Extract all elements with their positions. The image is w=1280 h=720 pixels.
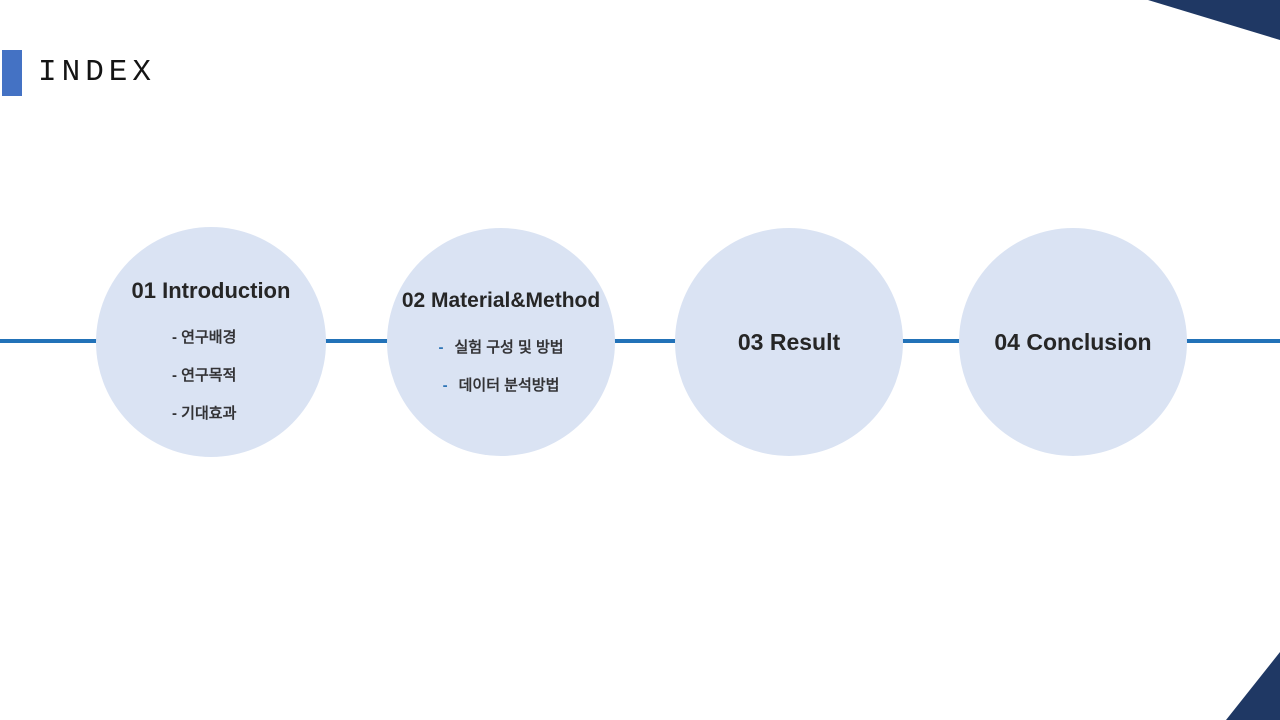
section-title-introduction: 01 Introduction: [131, 278, 291, 303]
corner-decoration-top-right: [1148, 0, 1280, 40]
subitem-text: 데이터 분석방법: [458, 377, 560, 394]
subitem-data-analysis: - 데이터 분석방법: [387, 374, 615, 395]
page-title: INDEX: [38, 55, 157, 90]
subitem-text: 실험 구성 및 방법: [454, 339, 564, 356]
section-title-material-method: 02 Material&Method: [401, 289, 601, 312]
section-title-conclusion: 04 Conclusion: [994, 328, 1152, 355]
corner-decoration-bottom-right: [1226, 652, 1280, 720]
subitem-experiment-setup: - 실험 구성 및 방법: [387, 336, 615, 357]
subitem-expected-effect: - 기대효과: [172, 405, 237, 422]
toc-circle-material-method: 02 Material&Method - 실험 구성 및 방법 - 데이터 분석…: [387, 228, 615, 456]
title-accent-bar: [2, 50, 22, 96]
timeline-line: [0, 339, 1280, 343]
toc-circle-introduction: 01 Introduction - 연구배경 - 연구목적 - 기대효과: [96, 227, 326, 457]
subitem-research-purpose: - 연구목적: [172, 367, 237, 384]
dash-bullet: -: [438, 339, 444, 356]
dash-bullet: -: [442, 377, 448, 394]
toc-circle-conclusion: 04 Conclusion: [959, 228, 1187, 456]
section-title-result: 03 Result: [737, 328, 841, 355]
toc-circle-result: 03 Result: [675, 228, 903, 456]
subitem-research-background: - 연구배경: [172, 329, 237, 346]
